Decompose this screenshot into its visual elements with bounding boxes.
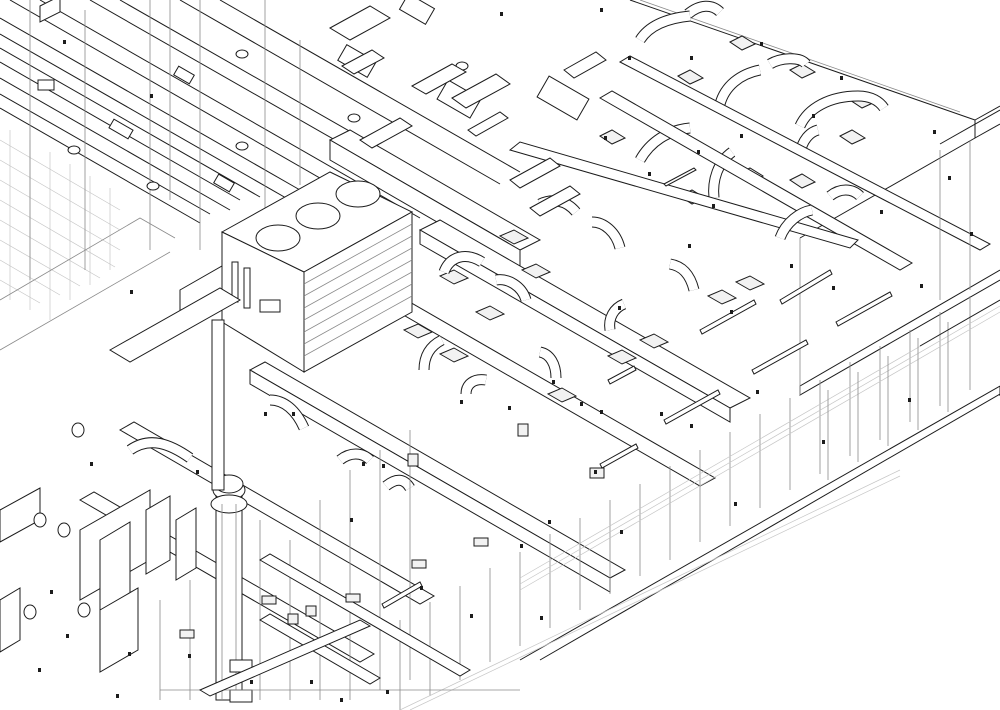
central-trunk — [78, 129, 752, 663]
vertical-riser — [210, 319, 253, 703]
cooling-unit — [109, 171, 414, 373]
middle-floor-terminals — [402, 184, 864, 403]
upper-right-slab — [508, 0, 1000, 271]
lower-left-equipment — [0, 394, 415, 673]
left-floor-grid — [0, 130, 176, 351]
vav-boxes — [39, 0, 607, 217]
slot-diffusers — [381, 167, 893, 609]
lower-piping — [159, 423, 605, 700]
building-facade — [160, 109, 1000, 710]
hanger-markers — [38, 8, 973, 702]
